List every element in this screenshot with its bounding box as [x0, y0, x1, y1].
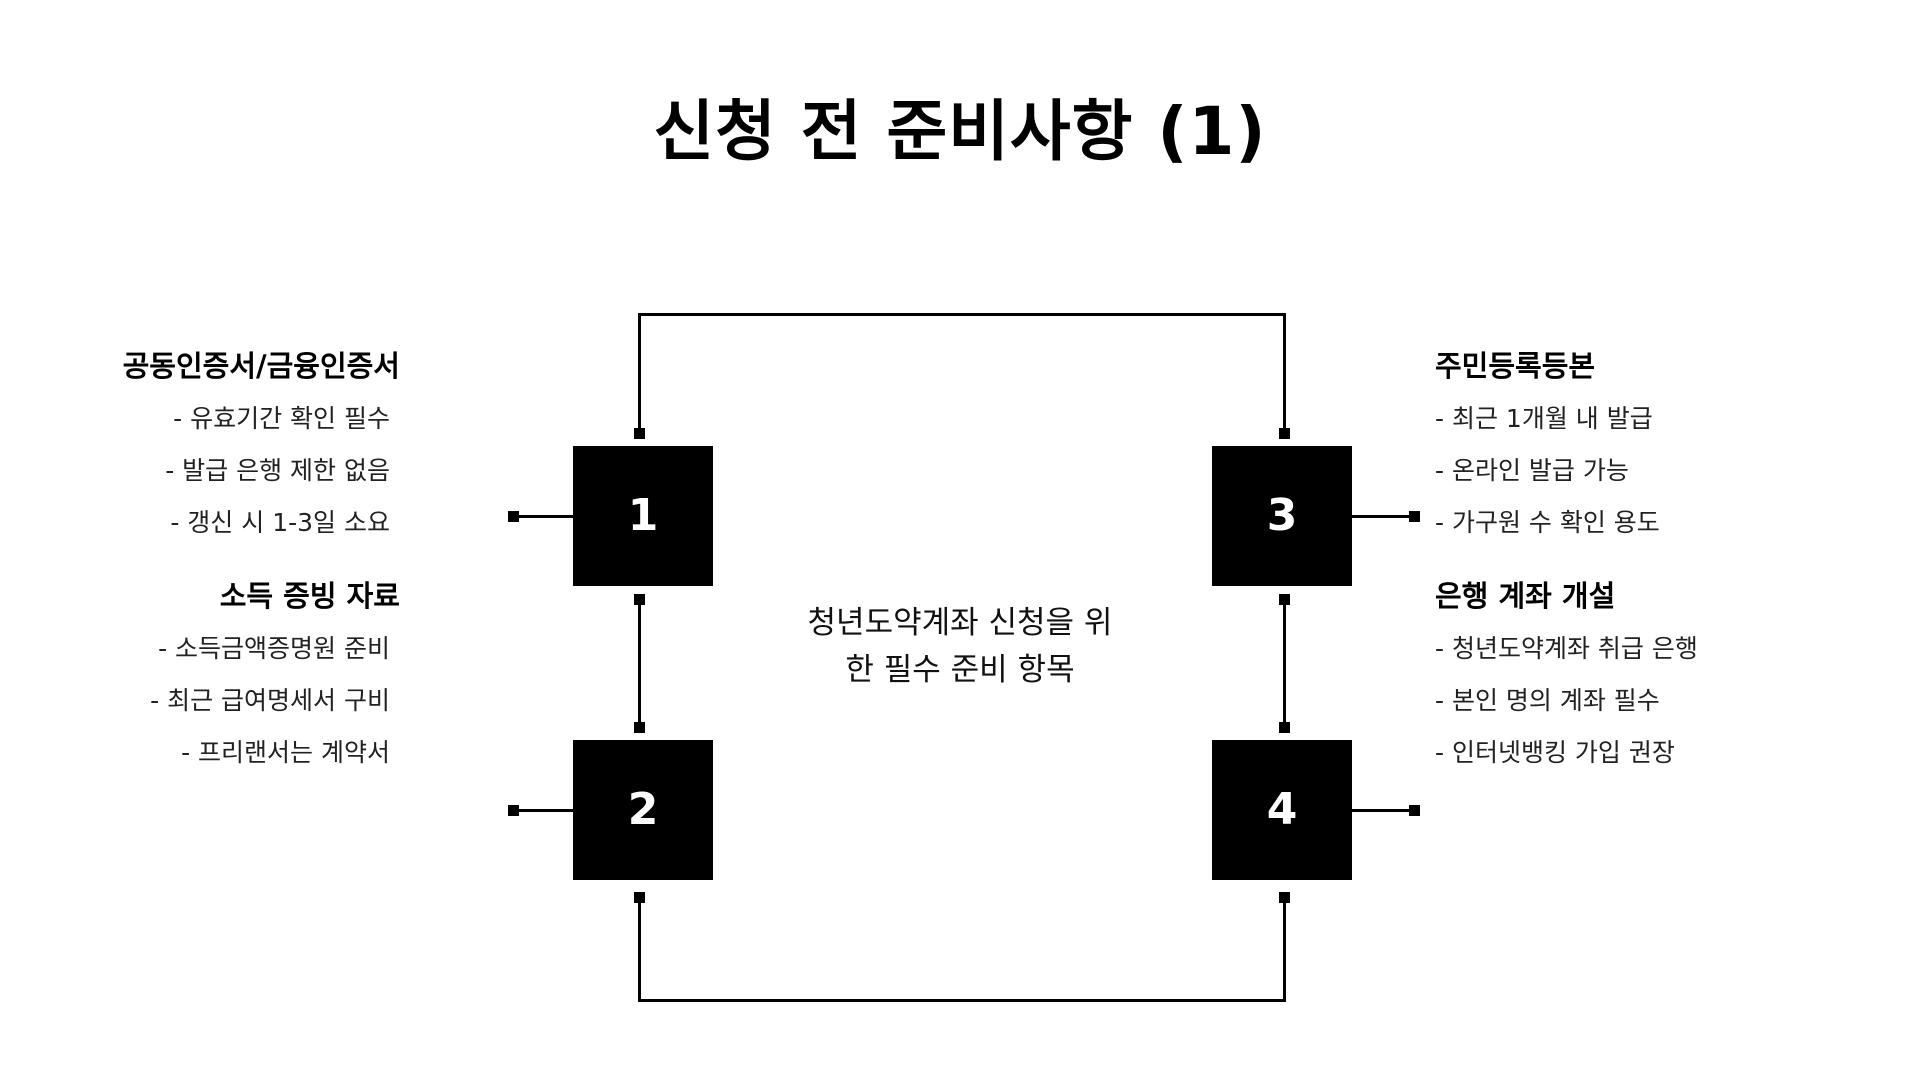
connector-top-right-arrow-cap [1279, 428, 1290, 439]
connector-top-left-arrow-cap [634, 428, 645, 439]
info-block-2: 소득 증빙 자료 - 소득금액증명원 준비 - 최근 급여명세서 구비 - 프리… [0, 578, 400, 765]
info-heading-3: 주민등록등본 [1435, 349, 1596, 383]
connector-box2-leader-cap [508, 805, 519, 816]
info-bullet-2-3: - 프리랜서는 계약서 [181, 738, 390, 768]
connector-box3-leader-cap [1409, 511, 1420, 522]
info-bullet-4-2: - 본인 명의 계좌 필수 [1435, 686, 1660, 716]
info-bullet-4-1: - 청년도약계좌 취급 은행 [1435, 634, 1698, 664]
info-bullet-1-2: - 발급 은행 제한 없음 [165, 456, 390, 486]
info-block-1: 공동인증서/금융인증서 - 유효기간 확인 필수 - 발급 은행 제한 없음 -… [0, 348, 400, 535]
connector-box2-leader [513, 809, 575, 812]
step-number-4: 4 [1266, 784, 1298, 835]
info-bullet-2-1: - 소득금액증명원 준비 [158, 634, 390, 664]
info-bullet-2-2: - 최근 급여명세서 구비 [150, 686, 390, 716]
info-bullet-1-1: - 유효기간 확인 필수 [173, 404, 390, 434]
connector-box1-leader [513, 515, 575, 518]
connector-bottom-right-vertical [1283, 892, 1286, 1002]
connector-box3-box4-bottom-cap [1279, 722, 1290, 733]
step-number-2: 2 [627, 784, 659, 835]
info-block-4: 은행 계좌 개설 - 청년도약계좌 취급 은행 - 본인 명의 계좌 필수 - … [1435, 578, 1835, 765]
info-bullet-3-2: - 온라인 발급 가능 [1435, 456, 1629, 486]
step-box-3[interactable]: 3 [1212, 446, 1352, 586]
connector-top-horizontal [638, 313, 1286, 316]
info-heading-2: 소득 증빙 자료 [219, 579, 400, 613]
connector-top-right-vertical [1283, 313, 1286, 435]
step-box-2[interactable]: 2 [573, 740, 713, 880]
center-caption-line-2: 한 필수 준비 항목 [845, 651, 1075, 688]
info-heading-4: 은행 계좌 개설 [1435, 579, 1616, 613]
connector-box1-box2-vertical [638, 596, 641, 732]
connector-bottom-left-arrow-cap [634, 892, 645, 903]
info-heading-1: 공동인증서/금융인증서 [122, 349, 400, 383]
connector-box4-leader-cap [1409, 805, 1420, 816]
step-number-3: 3 [1266, 490, 1298, 541]
info-bullet-1-3: - 갱신 시 1-3일 소요 [170, 508, 390, 538]
step-box-1[interactable]: 1 [573, 446, 713, 586]
info-block-3: 주민등록등본 - 최근 1개월 내 발급 - 온라인 발급 가능 - 가구원 수… [1435, 348, 1835, 535]
step-number-1: 1 [627, 490, 659, 541]
center-caption: 청년도약계좌 신청을 위 한 필수 준비 항목 [740, 600, 1180, 693]
center-caption-line-1: 청년도약계좌 신청을 위 [807, 605, 1113, 641]
info-bullet-3-1: - 최근 1개월 내 발급 [1435, 404, 1653, 434]
connector-bottom-right-arrow-cap [1279, 892, 1290, 903]
connector-bottom-left-vertical [638, 892, 641, 1002]
info-bullet-3-3: - 가구원 수 확인 용도 [1435, 508, 1660, 538]
connector-box1-leader-cap [508, 511, 519, 522]
connector-box3-box4-vertical [1283, 596, 1286, 732]
connector-box3-leader [1350, 515, 1412, 518]
connector-bottom-horizontal [638, 999, 1286, 1002]
step-box-4[interactable]: 4 [1212, 740, 1352, 880]
connector-top-left-vertical [638, 313, 641, 435]
info-bullet-4-3: - 인터넷뱅킹 가입 권장 [1435, 738, 1675, 768]
connector-box4-leader [1350, 809, 1412, 812]
connector-box3-box4-top-cap [1279, 594, 1290, 605]
connector-box1-box2-top-cap [634, 594, 645, 605]
connector-box1-box2-bottom-cap [634, 722, 645, 733]
page-title: 신청 전 준비사항 (1) [653, 93, 1267, 170]
